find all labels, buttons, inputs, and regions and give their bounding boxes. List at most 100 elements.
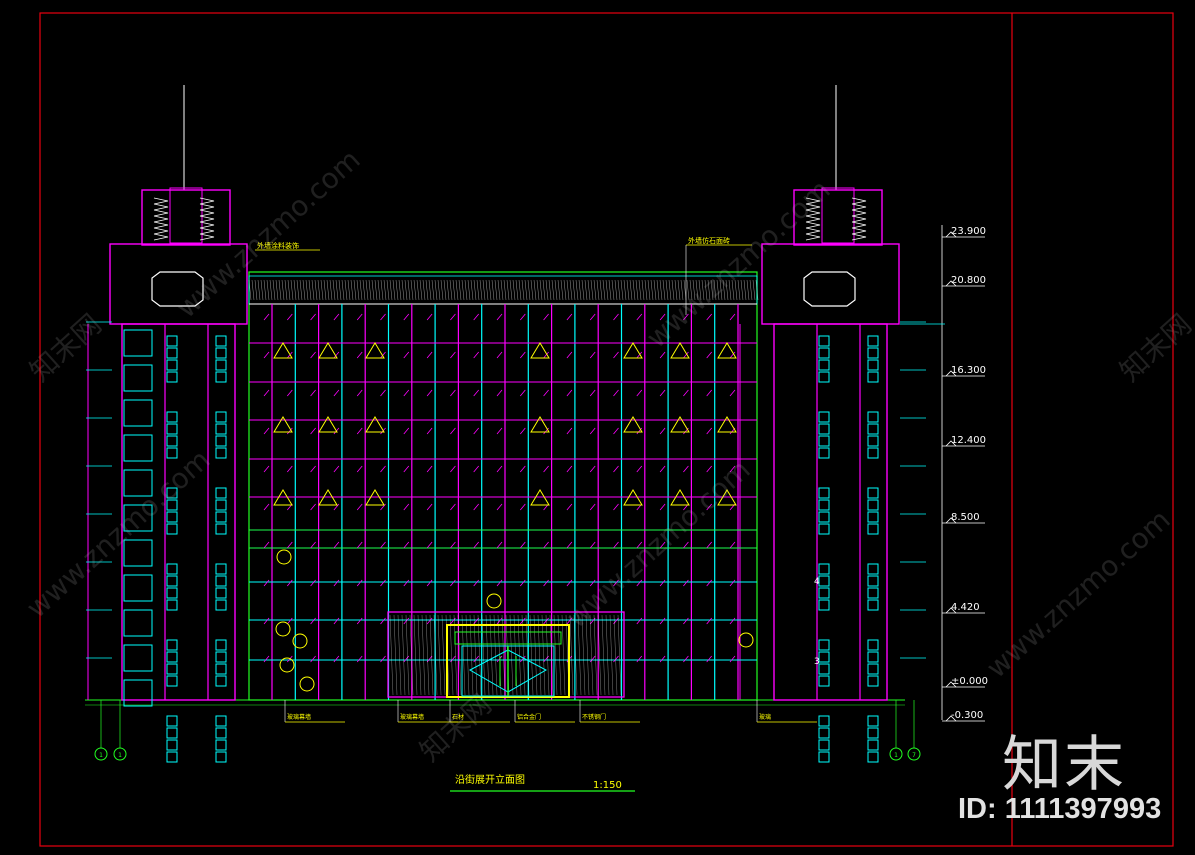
parapet-hatch [572, 279, 576, 301]
parapet-hatch [731, 279, 735, 301]
glass-tick [403, 465, 410, 473]
vent-triangle [318, 489, 338, 506]
callout-label: 外墙仿石面砖 [688, 236, 730, 245]
parapet-hatch [575, 279, 579, 301]
parapet-hatch [302, 279, 306, 301]
parapet-hatch [308, 279, 312, 301]
parapet-hatch [278, 279, 282, 301]
parapet-hatch [695, 279, 699, 301]
parapet-hatch [719, 279, 723, 301]
detail-marker [275, 621, 291, 637]
callout-label: 外墙涂料装饰 [257, 241, 299, 250]
glass-tick [706, 503, 713, 511]
parapet-hatch [329, 279, 333, 301]
glass-tick [426, 655, 433, 663]
tower-window [867, 511, 879, 523]
glass-tick [543, 313, 549, 321]
parapet-hatch [362, 279, 366, 301]
drawing-scale: 1:150 [593, 780, 622, 791]
glass-tick [473, 503, 480, 511]
glass-tick [729, 579, 736, 587]
parapet-hatch [404, 279, 408, 301]
parapet-hatch [356, 279, 360, 301]
detail-marker [279, 657, 295, 673]
tower-window [215, 715, 227, 727]
glass-tick [636, 313, 643, 321]
glass-tick [519, 579, 526, 587]
parapet-hatch [473, 279, 477, 301]
glass-tick [706, 579, 713, 587]
tower-window [867, 347, 879, 359]
parapet-hatch [545, 279, 549, 301]
glass-tick [473, 313, 480, 321]
vent-triangle [273, 489, 293, 506]
glass-tick [450, 541, 456, 549]
parapet-hatch [467, 279, 471, 301]
glass-tick [333, 313, 340, 321]
glass-tick [659, 465, 666, 473]
tower-window [166, 563, 178, 575]
parapet-hatch [527, 279, 531, 301]
glass-tick [426, 541, 433, 549]
tower-vent [805, 197, 821, 241]
entrance-hatch [509, 614, 514, 696]
glass-tick [450, 427, 456, 435]
tower-window [215, 639, 227, 651]
tower-window [215, 447, 227, 459]
entrance-hatch [493, 614, 498, 696]
parapet-hatch [644, 279, 648, 301]
parapet-hatch [407, 279, 411, 301]
entrance-hatch [485, 614, 490, 696]
entrance-hatch [557, 614, 562, 696]
tower-window [867, 675, 879, 687]
vent-triangle [365, 416, 385, 433]
parapet-hatch [377, 279, 381, 301]
glass-tick [706, 389, 713, 397]
parapet-hatch [707, 279, 711, 301]
glass-tick [519, 541, 526, 549]
tower-window [867, 587, 879, 599]
glass-tick [706, 655, 713, 663]
entrance-hatch [425, 614, 430, 696]
glass-tick [566, 389, 573, 397]
tower-emblem [151, 271, 204, 307]
parapet-hatch [248, 279, 252, 301]
parapet-hatch [749, 279, 753, 301]
glass-tick [566, 465, 573, 473]
tower-window [166, 675, 178, 687]
parapet-hatch [725, 279, 729, 301]
glass-tick [380, 351, 386, 359]
tower-vent [851, 197, 867, 241]
entrance-hatch [597, 614, 602, 696]
glass-tick [706, 617, 713, 625]
glass-tick [450, 351, 456, 359]
parapet-hatch [464, 279, 468, 301]
glass-tick [659, 579, 666, 587]
parapet-hatch [428, 279, 432, 301]
entrance-hatch [393, 614, 398, 696]
tower-window [818, 423, 830, 435]
glass-tick [380, 617, 386, 625]
parapet-hatch [671, 279, 675, 301]
parapet-hatch [638, 279, 642, 301]
glass-tick [683, 389, 689, 397]
vent-triangle [717, 416, 737, 433]
tower-window [166, 487, 178, 499]
side-panel [123, 504, 153, 532]
glass-tick [380, 655, 386, 663]
tower-vent [199, 197, 215, 241]
glass-tick [450, 465, 456, 473]
tower-window [215, 411, 227, 423]
parapet-hatch [593, 279, 597, 301]
tower-window [818, 447, 830, 459]
parapet-hatch [425, 279, 429, 301]
level-symbol [945, 681, 957, 688]
detail-marker [738, 632, 754, 648]
parapet-hatch [635, 279, 639, 301]
glass-tick [473, 579, 480, 587]
parapet-hatch [632, 279, 636, 301]
glass-tick [589, 427, 596, 435]
parapet-hatch [623, 279, 627, 301]
entrance-hatch [561, 614, 566, 696]
